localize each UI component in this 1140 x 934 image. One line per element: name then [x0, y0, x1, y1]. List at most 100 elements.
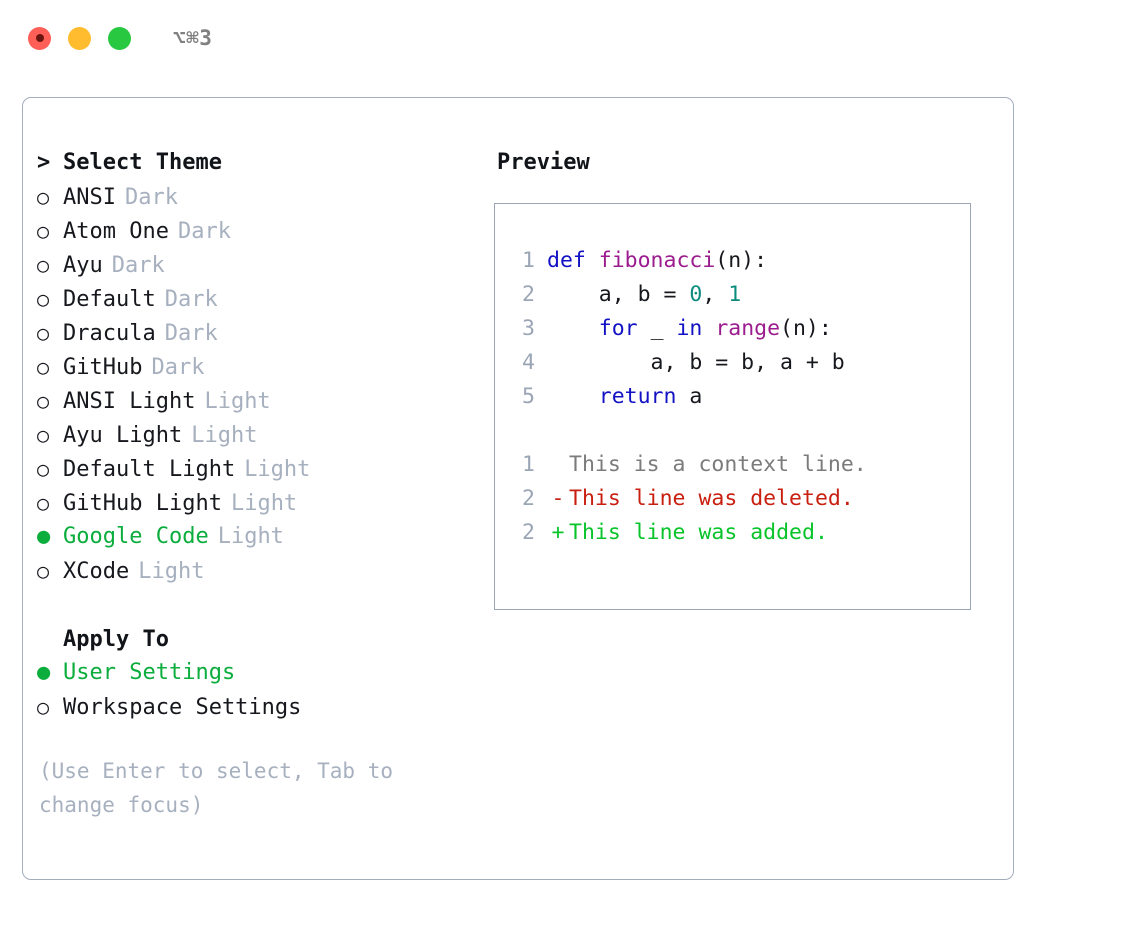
radio-unselected-icon[interactable]: ○ [37, 287, 50, 311]
theme-name-label: Default [63, 287, 156, 312]
theme-name-label: GitHub [63, 355, 143, 380]
line-number: 3 [522, 316, 535, 341]
theme-name-label: GitHub Light [63, 491, 222, 516]
code-line: 5 return a [495, 380, 970, 414]
theme-name-label: Dracula [63, 321, 156, 346]
diff-text: This line was deleted. [569, 486, 854, 511]
diff-text: This is a context line. [569, 452, 867, 477]
radio-unselected-icon[interactable]: ○ [37, 321, 50, 345]
code-token-kw: def [547, 248, 599, 273]
theme-name-label: ANSI [63, 185, 116, 210]
blank-marker: ○ [37, 622, 63, 656]
code-token-txt: , [702, 282, 729, 307]
keyboard-shortcut-label: ⌥⌘3 [173, 25, 213, 50]
theme-name-label: Ayu Light [63, 423, 183, 448]
line-number: 1 [522, 452, 535, 477]
maximize-window-button[interactable] [108, 26, 131, 50]
radio-unselected-icon[interactable]: ○ [37, 559, 50, 583]
code-token-txt [547, 312, 599, 346]
code-token-fn: range [715, 316, 781, 341]
line-number: 1 [522, 248, 535, 273]
theme-variant-tag: Light [204, 389, 271, 414]
radio-unselected-icon[interactable]: ○ [37, 695, 50, 719]
radio-unselected-icon[interactable]: ○ [37, 253, 50, 277]
radio-unselected-icon[interactable]: ○ [37, 219, 50, 243]
theme-list-item[interactable]: ○ XCode Light [37, 554, 493, 588]
theme-variant-tag: Dark [151, 355, 205, 380]
code-token-num: 1 [728, 282, 742, 307]
theme-variant-tag: Light [138, 559, 205, 584]
line-number: 5 [522, 384, 535, 409]
apply-to-label: User Settings [63, 660, 236, 685]
radio-unselected-icon[interactable]: ○ [37, 457, 50, 481]
diff-marker: + [551, 520, 565, 545]
code-token-txt [702, 312, 715, 346]
diff-line: 1 This is a context line. [495, 448, 970, 482]
diff-line: 2 +This line was added. [495, 516, 970, 550]
minimize-window-button[interactable] [68, 26, 91, 50]
radio-unselected-icon[interactable]: ○ [37, 491, 50, 515]
theme-variant-tag: Dark [177, 219, 231, 244]
code-token-kw: for [598, 316, 638, 341]
line-number: 4 [522, 350, 535, 375]
diff-marker: - [551, 486, 565, 511]
radio-unselected-icon[interactable]: ○ [37, 423, 50, 447]
code-token-txt: a, b = [547, 282, 690, 307]
code-token-num: 0 [689, 282, 703, 307]
apply-to-option[interactable]: ● User Settings [37, 656, 493, 690]
line-number: 2 [522, 486, 535, 511]
line-number: 2 [522, 520, 535, 545]
code-token-txt: (n): [780, 316, 832, 341]
diff-line: 2-This line was deleted. [495, 482, 970, 516]
theme-list-item[interactable]: ○ GitHub Dark [37, 350, 493, 384]
code-line: 4 a, b = b, a + b [495, 346, 970, 380]
radio-selected-icon[interactable]: ● [37, 660, 51, 685]
radio-unselected-icon[interactable]: ○ [37, 355, 50, 379]
code-token-txt: a [676, 384, 703, 409]
code-token-txt [547, 380, 599, 414]
diff-text: This line was added. [569, 520, 828, 545]
theme-name-label: XCode [63, 559, 130, 584]
caret-icon: > [37, 150, 51, 175]
theme-variant-tag: Dark [164, 287, 218, 312]
radio-unselected-icon[interactable]: ○ [37, 389, 50, 413]
theme-variant-tag: Light [217, 524, 284, 549]
theme-variant-tag: Dark [164, 321, 218, 346]
theme-list-item[interactable]: ○ Dracula Dark [37, 316, 493, 350]
apply-to-heading: ○Apply To [37, 622, 493, 656]
select-theme-heading: >Select Theme [37, 146, 493, 180]
theme-name-label: Ayu [63, 253, 103, 278]
theme-list-item[interactable]: ○ Default Dark [37, 282, 493, 316]
code-line: 3 for _ in range(n): [495, 312, 970, 346]
code-token-txt: a, b = b, a + b [547, 350, 845, 375]
apply-to-label: Workspace Settings [63, 695, 302, 720]
traffic-light-buttons [28, 26, 131, 50]
theme-list-item[interactable]: ○ ANSI Light Light [37, 384, 493, 418]
line-number: 2 [522, 282, 535, 307]
code-token-kw: return [598, 384, 677, 409]
radio-selected-icon[interactable]: ● [37, 524, 51, 549]
apply-to-option[interactable]: ○ Workspace Settings [37, 690, 493, 724]
theme-name-label: ANSI Light [63, 389, 196, 414]
code-token-txt: _ [637, 316, 677, 341]
close-window-button[interactable] [28, 26, 51, 50]
preview-heading: Preview [497, 150, 590, 175]
theme-name-label: Default Light [63, 457, 236, 482]
code-token-kw: in [676, 316, 703, 341]
radio-unselected-icon[interactable]: ○ [37, 185, 50, 209]
apply-to-list: ● User Settings ○ Workspace Settings [37, 656, 493, 724]
